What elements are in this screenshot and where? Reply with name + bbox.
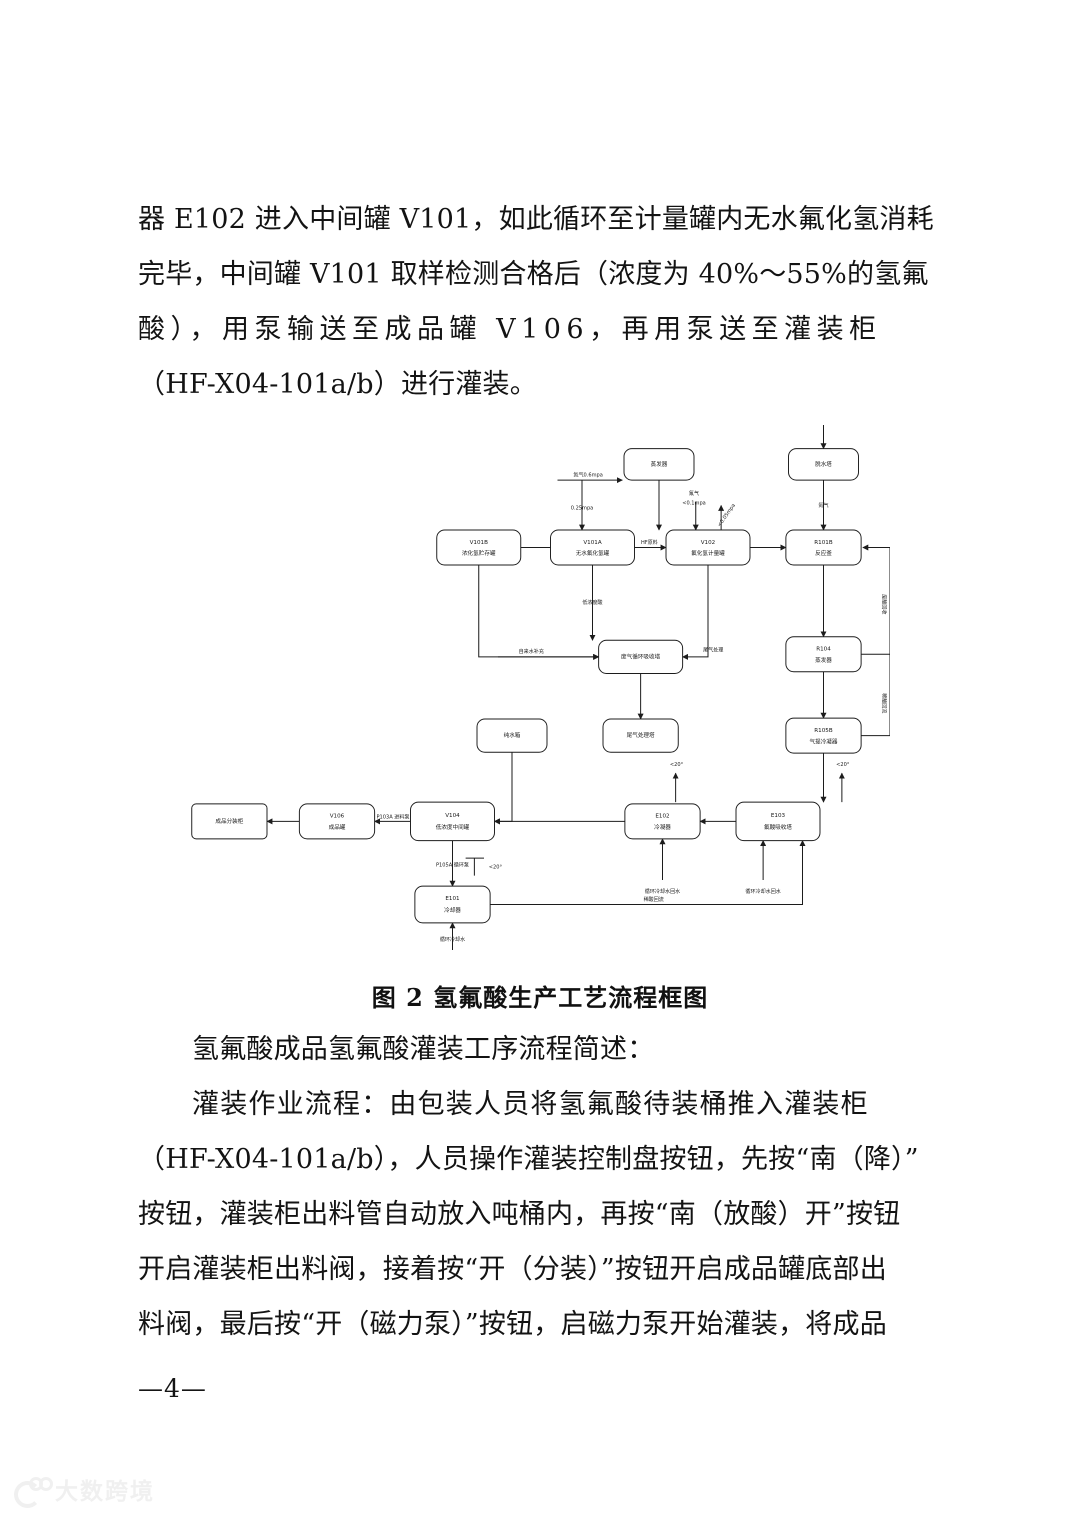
edge-label-nitrogen-06: 氮气0.6mpa: [573, 471, 602, 478]
edge-label-low-conc-acid: 低浓度酸: [582, 599, 602, 606]
node-v101a-label-1: V101A: [583, 540, 602, 546]
node-v104: [410, 801, 495, 842]
text-line-content: 酸），用泵输送至成品罐 V106，再用泵送至灌装柜: [138, 314, 882, 345]
text-line-content: 开启灌装柜出料阀，接着按“开（分装）”按钮开启成品罐底部出: [138, 1254, 887, 1285]
node-e101-label-2: 冷却器: [444, 906, 461, 914]
text-line: 酸），用泵输送至成品罐 V106，再用泵送至灌装柜: [138, 302, 950, 357]
text-line: 氢氟酸成品氢氟酸灌装工序流程简述：: [138, 1022, 950, 1077]
node-e102-label-1: E102: [655, 814, 669, 820]
node-e102-condenser: [624, 803, 701, 840]
text-line-content: （HF-X04-101a/b），人员操作灌装控制盘按钮，先按“南（降）”: [138, 1144, 919, 1175]
node-e101-cooler: [414, 885, 491, 924]
node-e101-label-1: E101: [445, 896, 460, 902]
node-r101b-label-1: R101B: [814, 540, 833, 546]
text-line: 按钮，灌装柜出料管自动放入吨桶内，再按“南（放酸）开”按钮: [138, 1187, 950, 1242]
node-r101b: [785, 529, 862, 566]
text-line-content: 氢氟酸成品氢氟酸灌装工序流程简述：: [192, 1034, 655, 1065]
node-r104-label-2: 蒸发器: [815, 656, 832, 664]
node-v104-label-2: 低浓度中间罐: [436, 823, 470, 831]
node-v106-product-tank: [298, 803, 376, 840]
node-waste-gas-absorber: [598, 639, 684, 674]
edge-label-nitrogen-top: 氮气: [818, 502, 828, 509]
edge-label-lt20-2: <20°: [836, 762, 850, 768]
node-e103-label-1: E103: [771, 813, 786, 819]
node-e102-label-2: 冷凝器: [654, 823, 671, 831]
edge-label-tailgas: 尾气处理: [703, 646, 723, 653]
node-v101a: [550, 529, 635, 566]
node-pure-water-tank: [476, 718, 548, 753]
node-dehydration-tower: [788, 448, 859, 481]
node-v106-label-1: V106: [330, 814, 345, 820]
node-r105b: [785, 717, 862, 754]
text-line-content: 按钮，灌装柜出料管自动放入吨桶内，再按“南（放酸）开”按钮: [138, 1199, 901, 1230]
node-v102: [665, 529, 751, 566]
node-r105b-label-1: R105B: [814, 728, 833, 734]
edge-label-cooling-water-return-2: 循环冷却水回水: [745, 888, 780, 895]
text-line: 开启灌装柜出料阀，接着按“开（分装）”按钮开启成品罐底部出: [138, 1242, 950, 1297]
edge-label-lt01mpa: <0.1mpa: [682, 500, 706, 506]
diagram-node-group: V101B 浓化氢贮存罐 V101A 无水氟化氢罐 V102 氟化氢计量罐 R1…: [191, 448, 862, 924]
watermark: 大数跨境: [14, 1472, 155, 1508]
node-v101a-label-2: 无水氟化氢罐: [576, 549, 610, 557]
node-waste-gas-absorber-label: 废气循环吸收塔: [621, 652, 661, 660]
edge-label-p103a-pump-1: P103A 进料泵: [377, 814, 410, 821]
node-dehydration-tower-label: 脱水塔: [815, 460, 832, 468]
edge-label-waste-acid-recovery: 废酸回收: [880, 594, 887, 614]
edge-label-hf-feed: HF原料: [641, 539, 658, 546]
edge-label-cooling-water-return-1: 循环冷却水回水: [645, 888, 680, 895]
node-v106-label-2: 成品罐: [329, 823, 346, 831]
text-line: 料阀，最后按“开（磁力泵）”按钮，启磁力泵开始灌装，将成品: [138, 1297, 950, 1352]
node-tail-gas-tower-label: 尾气处理塔: [627, 731, 655, 739]
node-product-filling-cabinet: [191, 803, 268, 840]
page-number: —4—: [138, 1374, 207, 1403]
node-v102-label-2: 氟化氢计量罐: [691, 549, 725, 557]
edge-label-dilute-acid-return: 稀酸回流: [880, 693, 887, 713]
process-flow-diagram: V101B 浓化氢贮存罐 V101A 无水氟化氢罐 V102 氟化氢计量罐 R1…: [190, 400, 890, 975]
node-e103-absorber: [735, 801, 821, 842]
watermark-text: 大数跨境: [55, 1479, 155, 1505]
edge-label-lt20-3: <20°: [489, 864, 503, 870]
node-r105b-label-2: 气提冷凝器: [810, 737, 838, 745]
text-line-content: 灌装作业流程：由包装人员将氢氟酸待装桶推入灌装柜: [192, 1089, 869, 1120]
node-product-filling-cabinet-label: 成品分装柜: [215, 817, 243, 825]
text-line: 灌装作业流程：由包装人员将氢氟酸待装桶推入灌装柜: [138, 1077, 950, 1132]
edge-label-dilute-acid-return-2: 稀酸回流: [644, 896, 664, 903]
text-line: （HF-X04-101a/b），人员操作灌装控制盘按钮，先按“南（降）”: [138, 1132, 950, 1187]
text-line: 完毕，中间罐 V101 取样检测合格后（浓度为 40%～55%的氢氟: [138, 247, 950, 302]
figure-caption: 图 2 氢氟酸生产工艺流程框图: [371, 983, 709, 1012]
node-tail-gas-tower: [602, 718, 679, 753]
edge-label-fluorine: 氟气: [689, 490, 699, 497]
node-v101b-label-2: 浓化氢贮存罐: [462, 549, 496, 557]
edge-label-cooling-water-in: 循环冷却水: [440, 936, 465, 943]
watermark-logo-icon: [14, 1476, 53, 1508]
edge-label-025mpa: 0.25mpa: [571, 506, 594, 512]
paragraph-top: 器 E102 进入中间罐 V101，如此循环至计量罐内无水氟化氢消耗 完毕，中间…: [138, 192, 950, 412]
node-e103-label-2: 氟酸吸收塔: [764, 823, 792, 831]
text-line-content: （HF-X04-101a/b）进行灌装。: [138, 369, 537, 400]
node-evaporator-top: [623, 448, 695, 481]
edge-label-tapwater-makeup: 自来水补充: [519, 648, 544, 655]
text-line: 器 E102 进入中间罐 V101，如此循环至计量罐内无水氟化氢消耗: [138, 192, 950, 247]
text-line-content: 器 E102 进入中间罐 V101，如此循环至计量罐内无水氟化氢消耗: [138, 204, 934, 235]
edge-label-lt20-1: <20°: [670, 762, 684, 768]
node-r101b-label-2: 反应釜: [815, 549, 832, 557]
node-r104: [785, 636, 862, 673]
node-pure-water-tank-label: 纯水箱: [504, 731, 521, 739]
node-v101b-label-1: V101B: [470, 540, 489, 546]
text-line: （HF-X04-101a/b）进行灌装。: [138, 357, 950, 412]
node-r104-label-1: R104: [816, 647, 831, 653]
node-v104-label-1: V104: [445, 813, 460, 819]
paragraph-middle: 氢氟酸成品氢氟酸灌装工序流程简述： 灌装作业流程：由包装人员将氢氟酸待装桶推入灌…: [138, 1022, 950, 1352]
edge-label-lt005mpa: <0.05mpa: [717, 503, 737, 528]
node-evaporator-top-label: 蒸发器: [651, 460, 668, 468]
text-line-content: 料阀，最后按“开（磁力泵）”按钮，启磁力泵开始灌装，将成品: [138, 1309, 887, 1340]
node-v102-label-1: V102: [701, 540, 716, 546]
text-line-content: 完毕，中间罐 V101 取样检测合格后（浓度为 40%～55%的氢氟: [138, 259, 929, 290]
node-v101b: [436, 529, 522, 566]
edge-label-p105a-pump: P105A 循环泵: [436, 862, 469, 869]
